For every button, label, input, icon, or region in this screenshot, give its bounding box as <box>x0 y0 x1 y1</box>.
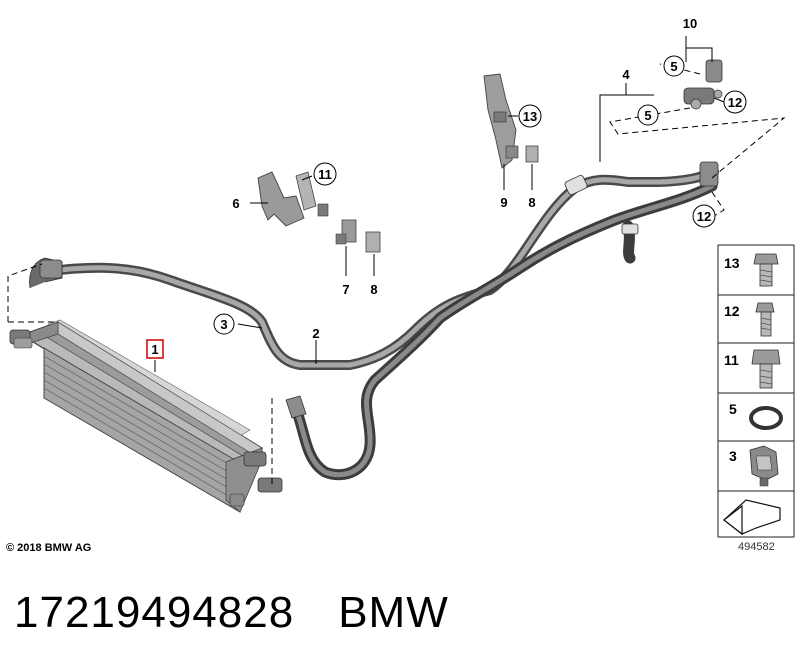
callout-7[interactable]: 7 <box>342 282 349 297</box>
callout-13[interactable]: 13 <box>523 109 537 124</box>
callout-12a-circle <box>723 90 747 114</box>
callout-2[interactable]: 2 <box>312 326 319 341</box>
parts-legend: 13 12 11 5 3 <box>717 244 795 538</box>
callout-12b[interactable]: 12 <box>697 209 711 224</box>
callout-1-highlight <box>146 339 164 359</box>
callout-13-circle <box>518 104 542 128</box>
clips-7-8[interactable] <box>335 219 381 253</box>
bolt-icon[interactable] <box>751 349 781 389</box>
callout-12a[interactable]: 12 <box>728 95 742 110</box>
legend-number: 11 <box>724 352 739 368</box>
callout-3[interactable]: 3 <box>220 317 227 332</box>
callout-3-circle <box>213 313 235 335</box>
copyright-notice: © 2018 BMW AG <box>6 542 92 554</box>
callout-12b-circle <box>692 204 716 228</box>
part-number: 17219494828 <box>14 588 295 637</box>
parts-diagram: 1 2 3 4 5 5 6 7 8 9 8 10 11 12 12 13 13 … <box>7 16 795 538</box>
bolt-icon[interactable] <box>753 253 779 287</box>
o-ring-icon[interactable] <box>749 406 783 430</box>
bracket-9[interactable] <box>483 73 539 169</box>
footer-caption: 17219494828 BMW <box>14 588 449 638</box>
drawing-number: 494582 <box>738 541 775 553</box>
arrow-icon <box>723 499 781 536</box>
legend-number: 5 <box>729 401 737 417</box>
callout-4[interactable]: 4 <box>622 67 630 82</box>
callout-6[interactable]: 6 <box>232 196 239 211</box>
callout-10[interactable]: 10 <box>683 16 697 31</box>
oil-line-upper[interactable] <box>35 167 719 370</box>
connector-10[interactable] <box>683 59 723 110</box>
bracket-6[interactable] <box>257 171 329 227</box>
clamp-icon[interactable] <box>749 445 779 487</box>
callout-5a[interactable]: 5 <box>670 59 677 74</box>
leader-lines <box>154 36 725 372</box>
brand-name: BMW <box>338 588 449 637</box>
legend-number: 12 <box>724 303 740 319</box>
callout-11-circle <box>313 162 337 186</box>
callout-8b[interactable]: 8 <box>528 195 535 210</box>
oil-line-lower[interactable] <box>290 180 718 481</box>
callout-5a-circle <box>663 55 685 77</box>
hose-fittings <box>29 161 719 419</box>
callout-1[interactable]: 1 <box>151 342 158 357</box>
callout-9[interactable]: 9 <box>500 195 507 210</box>
callout-5b-circle <box>637 104 659 126</box>
oil-cooler[interactable] <box>9 319 283 513</box>
bolt-icon[interactable] <box>755 302 775 337</box>
callout-5b[interactable]: 5 <box>644 108 651 123</box>
callout-8a[interactable]: 8 <box>370 282 377 297</box>
legend-number: 3 <box>729 448 737 464</box>
callout-11[interactable]: 11 <box>318 167 332 182</box>
legend-number: 13 <box>724 255 740 271</box>
